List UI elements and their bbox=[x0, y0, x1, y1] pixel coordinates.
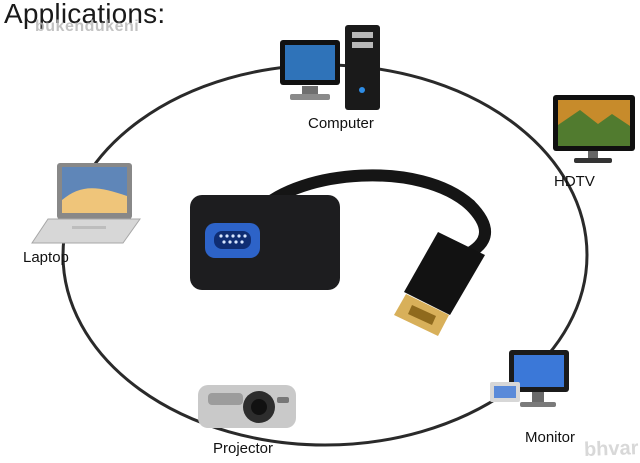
desktop-computer-icon bbox=[280, 25, 380, 110]
monitor-icon bbox=[490, 350, 569, 407]
device-label-projector: Projector bbox=[213, 440, 274, 457]
device-label-laptop: Laptop bbox=[23, 249, 69, 266]
device-label-hdtv: HDTV bbox=[554, 173, 595, 190]
hdmi-to-vga-adapter-icon bbox=[190, 169, 491, 336]
projector-icon bbox=[198, 385, 296, 428]
watermark-top: bukendukeni bbox=[35, 18, 140, 35]
device-label-computer: Computer bbox=[308, 115, 374, 132]
laptop-icon bbox=[31, 163, 141, 244]
hdtv-icon bbox=[553, 95, 635, 163]
page-title: Applications: bbox=[4, 0, 166, 29]
device-label-monitor: Monitor bbox=[525, 429, 576, 446]
